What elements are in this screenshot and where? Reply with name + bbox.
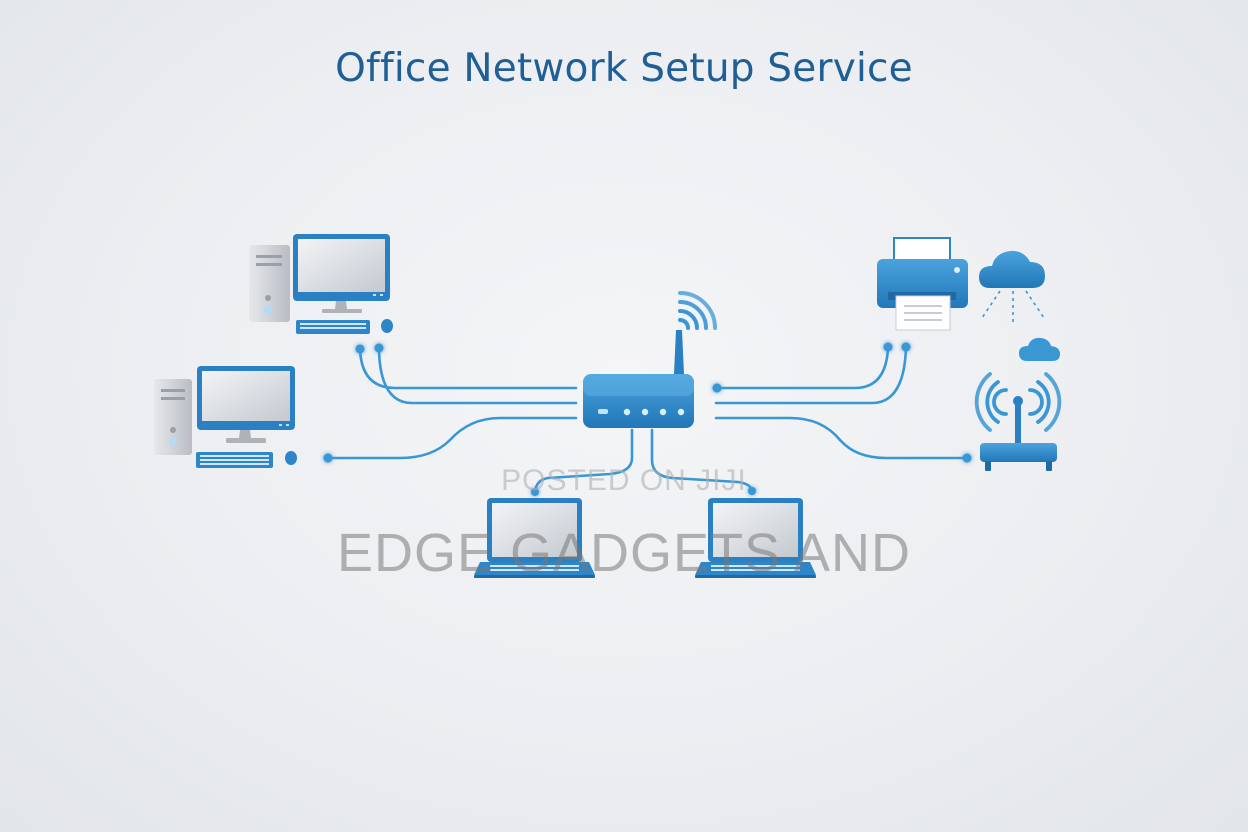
printer-icon	[877, 237, 968, 331]
diagram-title: Office Network Setup Service	[335, 46, 913, 91]
connection-router-access-point	[714, 416, 968, 460]
desktop-computer-icon	[154, 366, 297, 468]
connection-router-laptop-1	[533, 428, 634, 494]
connection-router-laptop-2	[650, 428, 754, 494]
cloud-icon	[1019, 337, 1060, 361]
connection-router-desktop-2	[326, 416, 578, 460]
wireless-access-point-icon	[974, 372, 1062, 471]
connection-router-printer-b	[714, 346, 908, 405]
connection-router-desktop-1b	[377, 347, 578, 405]
wifi-signal-icon	[678, 291, 717, 330]
cloud-icon	[979, 250, 1045, 326]
desktop-computer-icon	[249, 234, 393, 334]
laptop-icon	[695, 498, 816, 578]
connection-dots	[323, 342, 972, 496]
connection-router-printer-a	[714, 346, 890, 390]
connections	[326, 346, 968, 494]
laptop-icon	[474, 498, 595, 578]
connection-router-desktop-1a	[358, 348, 578, 390]
router-icon	[583, 291, 717, 428]
